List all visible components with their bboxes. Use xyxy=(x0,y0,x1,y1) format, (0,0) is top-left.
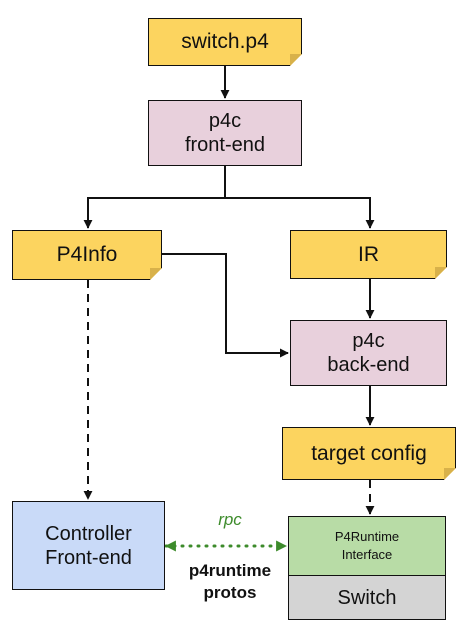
p4info-file: P4Info xyxy=(12,230,163,281)
controller-front-end-box: Controller Front-end xyxy=(12,501,165,590)
page-fold-icon xyxy=(290,54,303,67)
switch-box: Switch xyxy=(288,575,446,620)
page-fold-icon xyxy=(435,267,448,280)
arrow-p4info-to-backend xyxy=(162,253,289,358)
p4c-back-end-label: p4c back-end xyxy=(327,330,410,376)
target-config-label: target config xyxy=(311,441,427,465)
arrow-frontend-to-p4info xyxy=(83,166,226,229)
p4runtime-protos-label: p4runtime protos xyxy=(188,561,272,603)
arrow-frontend-to-ir xyxy=(225,197,375,229)
controller-front-end-label: Controller Front-end xyxy=(45,522,132,569)
p4runtime-interface-box: P4Runtime Interface xyxy=(288,516,446,576)
p4c-front-end-label: p4c front-end xyxy=(184,110,266,156)
ir-file: IR xyxy=(290,230,448,280)
page-fold-icon xyxy=(444,468,457,481)
p4c-front-end-box: p4c front-end xyxy=(148,100,302,166)
p4runtime-interface-label: P4Runtime Interface xyxy=(334,529,400,562)
switch-p4-file: switch.p4 xyxy=(148,18,303,67)
p4c-back-end-box: p4c back-end xyxy=(290,320,447,386)
page-fold-icon xyxy=(150,268,163,281)
rpc-label: rpc xyxy=(218,510,242,529)
ir-label: IR xyxy=(358,242,379,266)
p4info-label: P4Info xyxy=(56,243,118,267)
switch-label: Switch xyxy=(337,586,397,609)
target-config-file: target config xyxy=(282,427,457,481)
switch-p4-label: switch.p4 xyxy=(181,30,269,54)
